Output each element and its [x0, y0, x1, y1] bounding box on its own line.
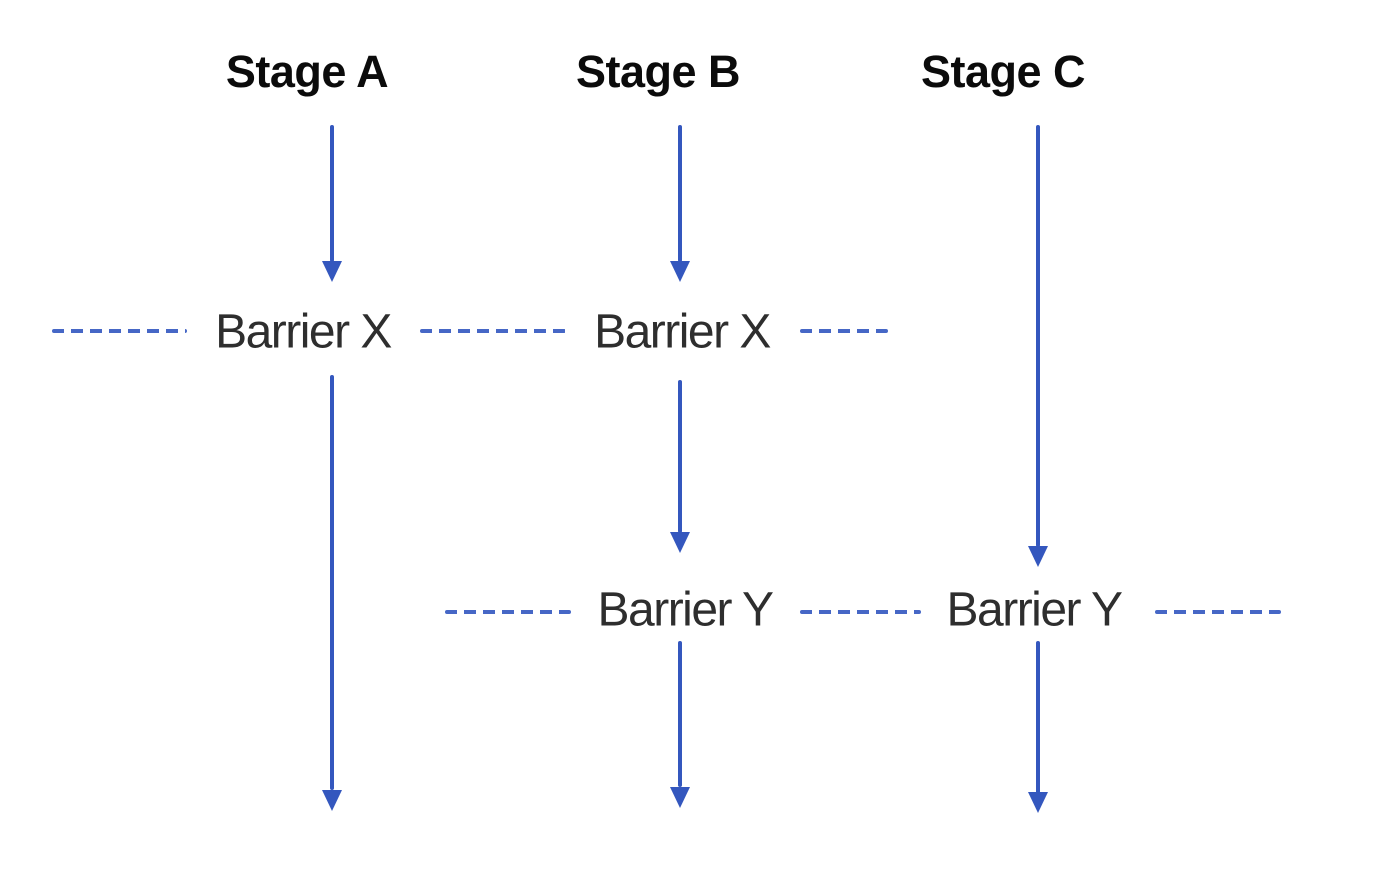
stage-c-arrow-down-icon-2 [1027, 792, 1048, 813]
stage-a-arrow-down-icon-1 [321, 261, 342, 282]
barrier-x-dashed-line-right [800, 329, 888, 333]
stage-c-title: Stage C [920, 46, 1086, 97]
stage-b-arrow-line-3 [678, 641, 682, 787]
stage-b-arrow-down-icon-2 [669, 532, 690, 553]
barrier-y-label-stage-b: Barrier Y [597, 583, 774, 637]
barrier-x-label-stage-b: Barrier X [594, 305, 771, 359]
barrier-x-label-stage-a: Barrier X [215, 305, 392, 359]
stage-b-arrow-down-icon-3 [669, 787, 690, 808]
stage-c-arrow-line-1 [1036, 125, 1040, 547]
barrier-y-dashed-line-middle [800, 610, 921, 614]
stage-b-arrow-down-icon-1 [669, 261, 690, 282]
stage-c-arrow-down-icon-1 [1027, 546, 1048, 567]
barrier-y-label-stage-c: Barrier Y [946, 583, 1123, 637]
barrier-y-dashed-line-right [1155, 610, 1281, 614]
stage-a-arrow-down-icon-2 [321, 790, 342, 811]
stage-b-arrow-line-1 [678, 125, 682, 262]
stage-a-arrow-line-2 [330, 375, 334, 790]
stage-c-arrow-line-2 [1036, 641, 1040, 794]
barrier-x-dashed-line-middle [420, 329, 566, 333]
stage-b-arrow-line-2 [678, 380, 682, 533]
barrier-y-dashed-line-left [445, 610, 571, 614]
stage-a-arrow-line-1 [330, 125, 334, 262]
barrier-x-dashed-line-left [52, 329, 187, 333]
stage-a-title: Stage A [225, 46, 389, 97]
stage-b-title: Stage B [575, 46, 741, 97]
